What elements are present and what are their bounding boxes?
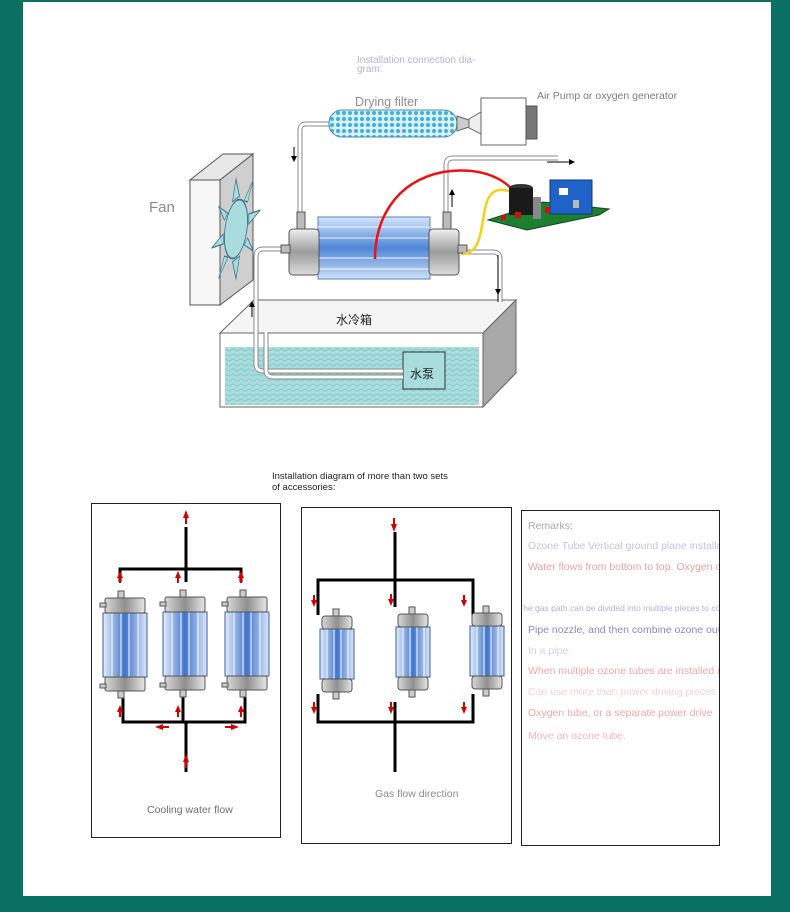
air-pump-label: Air Pump or oxygen generator	[537, 90, 678, 102]
page: Remarks: Ozone Tube Vertical ground plan…	[23, 2, 771, 896]
gas-panel-frame	[301, 507, 512, 844]
cooling-flow-arrows	[117, 510, 244, 768]
remark-line: The gas path can be divided into multipl…	[522, 603, 720, 613]
fan	[188, 152, 261, 307]
cooling-tube-1	[99, 590, 148, 699]
cooling-caption: Cooling water flow	[147, 804, 233, 816]
cooling-tube-3	[221, 589, 270, 698]
water-tank-label: 水冷箱	[336, 313, 373, 327]
cooling-water-panel	[99, 510, 270, 772]
ozone-tube	[280, 211, 468, 280]
gas-caption: Gas flow direction	[375, 788, 459, 800]
remark-line: Can use more than power driving pieces o…	[528, 686, 719, 698]
remark-line: Oxygen tube, or a separate power drive	[528, 707, 713, 719]
remarks-panel: Remarks: Ozone Tube Vertical ground plan…	[521, 510, 720, 846]
gas-flow-arrows	[311, 518, 467, 714]
remark-line: Ozone Tube Vertical ground plane install…	[528, 540, 719, 552]
return-pipe	[461, 249, 503, 302]
gas-tube-2	[395, 606, 431, 698]
remark-line: Pipe nozzle, and then combine ozone outl…	[528, 624, 720, 636]
gas-tube-3	[469, 605, 505, 697]
cooling-tube-2	[159, 589, 208, 698]
high-voltage-wire	[373, 169, 523, 260]
filter-outlet-pipe	[297, 121, 353, 217]
cooling-panel-frame	[91, 503, 281, 838]
multi-title-line1: Installation diagram of more than two se…	[272, 471, 448, 482]
water-pump-label: 水泵	[410, 367, 435, 381]
install-title-line2: gram:	[357, 64, 383, 75]
drying-filter	[328, 109, 458, 138]
drying-filter-label: Drying filter	[355, 95, 419, 109]
gas-flow-panel	[311, 518, 505, 772]
remark-line: When multiple ozone tubes are installed …	[528, 665, 720, 677]
gas-tube-1	[319, 608, 355, 700]
remark-line: In a pipe.	[528, 645, 572, 657]
multi-title-line2: of accessories:	[272, 482, 336, 493]
remark-line: Water flows from bottom to top. Oxygen o…	[528, 561, 720, 573]
install-title-line1: Installation connection dia-	[357, 55, 476, 66]
diagram-canvas	[99, 97, 611, 772]
water-pump-box	[402, 351, 446, 390]
air-pump	[480, 97, 527, 146]
power-board	[486, 179, 611, 231]
remark-line: Move an ozone tube.	[528, 730, 627, 742]
fan-label: Fan	[149, 199, 175, 216]
remarks-heading: Remarks:	[528, 520, 573, 532]
